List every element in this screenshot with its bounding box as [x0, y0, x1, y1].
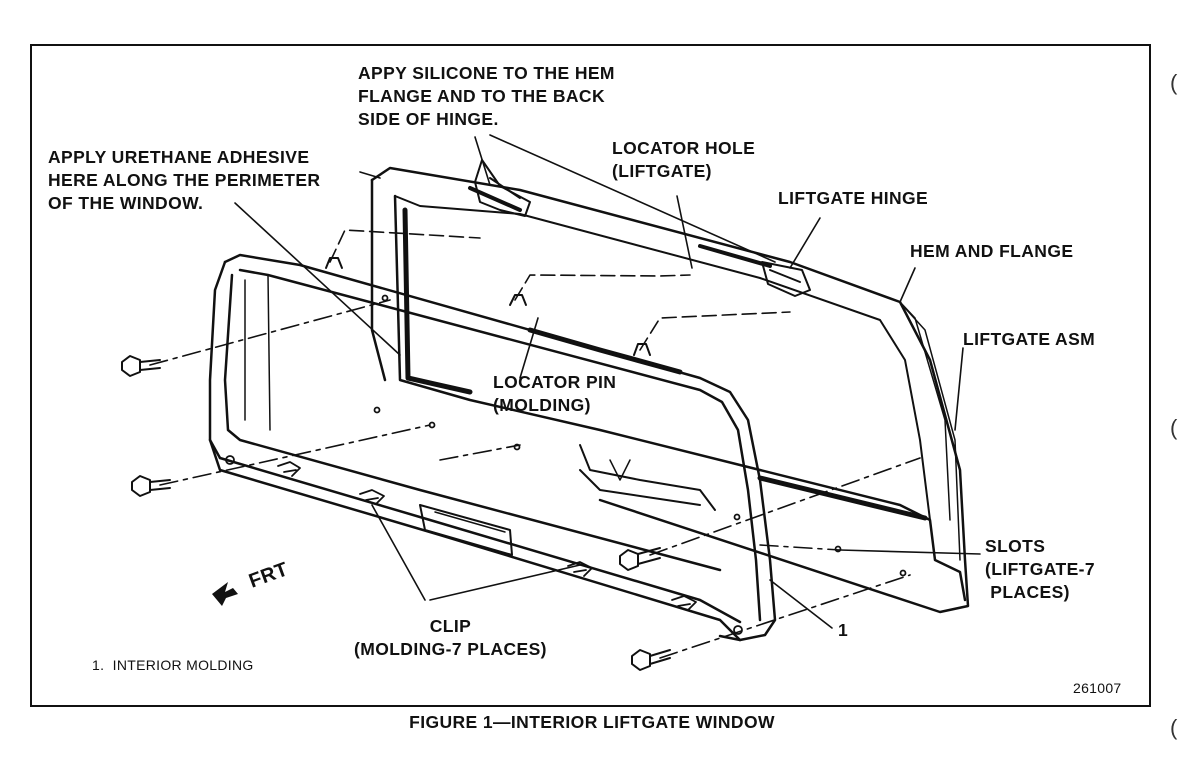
page-edge-mark-top: ( [1170, 70, 1178, 95]
label-apply-urethane: APPLY URETHANE ADHESIVE HERE ALONG THE P… [48, 147, 321, 213]
leader-lines [234, 134, 981, 629]
figure-caption: FIGURE 1—INTERIOR LIFTGATE WINDOW [409, 712, 775, 732]
liftgate-hinges [474, 159, 811, 297]
front-arrow-icon [212, 582, 238, 606]
molding-handle [419, 444, 716, 556]
locator-pin-lines [329, 229, 791, 351]
label-hem-and-flange: HEM AND FLANGE [910, 241, 1074, 261]
label-apply-silicone: APPY SILICONE TO THE HEM FLANGE AND TO T… [358, 63, 615, 129]
urethane-bead [402, 186, 928, 521]
molding-clips [225, 455, 743, 635]
label-locator-pin: LOCATOR PIN (MOLDING) [493, 372, 617, 415]
page-edge-mark-bottom: ( [1170, 715, 1178, 740]
interior-molding [208, 253, 777, 642]
liftgate-slots [373, 294, 907, 577]
label-locator-hole: LOCATOR HOLE (LIFTGATE) [612, 138, 756, 181]
page-edge-mark-middle: ( [1170, 415, 1178, 440]
fasteners [121, 355, 671, 671]
callout-number-1: 1 [838, 620, 849, 640]
fastener-lines [149, 299, 921, 659]
label-slots: SLOTS (LIFTGATE-7 PLACES) [985, 536, 1096, 602]
figure-frame [30, 44, 1151, 707]
label-liftgate-hinge: LIFTGATE HINGE [778, 188, 929, 208]
label-clip: CLIP (MOLDING-7 PLACES) [354, 616, 547, 659]
figure-number: 261007 [1073, 680, 1122, 696]
legend-interior-molding: 1. INTERIOR MOLDING [92, 657, 254, 673]
locator-pins [325, 257, 651, 356]
label-liftgate-asm: LIFTGATE ASM [963, 329, 1096, 349]
liftgate-assembly [370, 166, 970, 614]
